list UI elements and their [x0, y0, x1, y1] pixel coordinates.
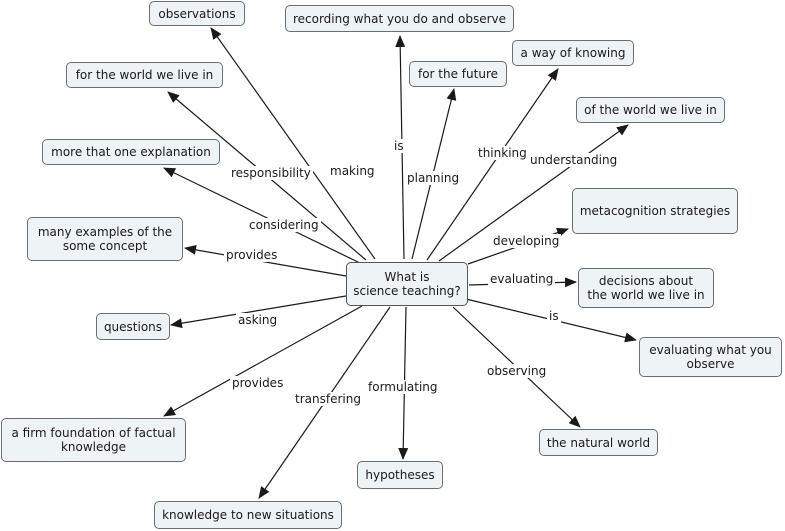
node-recording[interactable]: recording what you do and observe — [285, 5, 514, 32]
node-examples[interactable]: many examples of the some concept — [27, 217, 183, 261]
node-observations[interactable]: observations — [149, 1, 245, 26]
edge-foundation — [163, 305, 363, 417]
link-label-transfering: transfering — [293, 392, 363, 406]
node-decisions[interactable]: decisions about the world we live in — [578, 268, 714, 308]
link-label-provides-bottom: provides — [230, 376, 286, 390]
node-questions[interactable]: questions — [96, 313, 170, 340]
link-label-is-top: is — [392, 139, 406, 153]
link-label-is-right: is — [547, 309, 561, 323]
link-label-observing: observing — [485, 364, 549, 378]
edge-world-understanding — [438, 124, 629, 262]
edge-explanation — [163, 167, 361, 264]
node-world-responsibility[interactable]: for the world we live in — [66, 62, 223, 88]
node-world-understanding[interactable]: of the world we live in — [576, 97, 725, 123]
link-label-responsibility: responsibility — [229, 166, 313, 180]
edge-way-of-knowing — [426, 68, 559, 261]
edge-questions — [170, 295, 347, 329]
link-label-making: making — [328, 164, 377, 178]
link-label-asking: asking — [236, 313, 280, 327]
link-label-provides-top: provides — [224, 248, 280, 262]
link-label-thinking: thinking — [476, 146, 529, 160]
node-metacognition[interactable]: metacognition strategies — [572, 188, 738, 234]
link-label-evaluating: evaluating — [488, 272, 556, 286]
node-future[interactable]: for the future — [409, 61, 507, 87]
link-label-planning: planning — [405, 171, 462, 185]
node-foundation[interactable]: a firm foundation of factual knowledge — [1, 418, 186, 462]
link-label-formulating: formulating — [366, 380, 440, 394]
central-concept-node[interactable]: What is science teaching? — [346, 262, 468, 306]
node-hypotheses[interactable]: hypotheses — [357, 461, 443, 489]
node-way-of-knowing[interactable]: a way of knowing — [512, 40, 634, 66]
node-knowledge-transfer[interactable]: knowledge to new situations — [154, 501, 342, 529]
node-natural-world[interactable]: the natural world — [539, 429, 658, 456]
edge-observations — [210, 27, 376, 260]
link-label-developing: developing — [491, 234, 562, 248]
link-label-considering: considering — [247, 218, 321, 232]
link-label-understanding: understanding — [528, 153, 620, 167]
edge-examples — [184, 244, 347, 277]
node-explanation[interactable]: more that one explanation — [42, 139, 220, 165]
node-evaluating-observe[interactable]: evaluating what you observe — [639, 337, 782, 377]
